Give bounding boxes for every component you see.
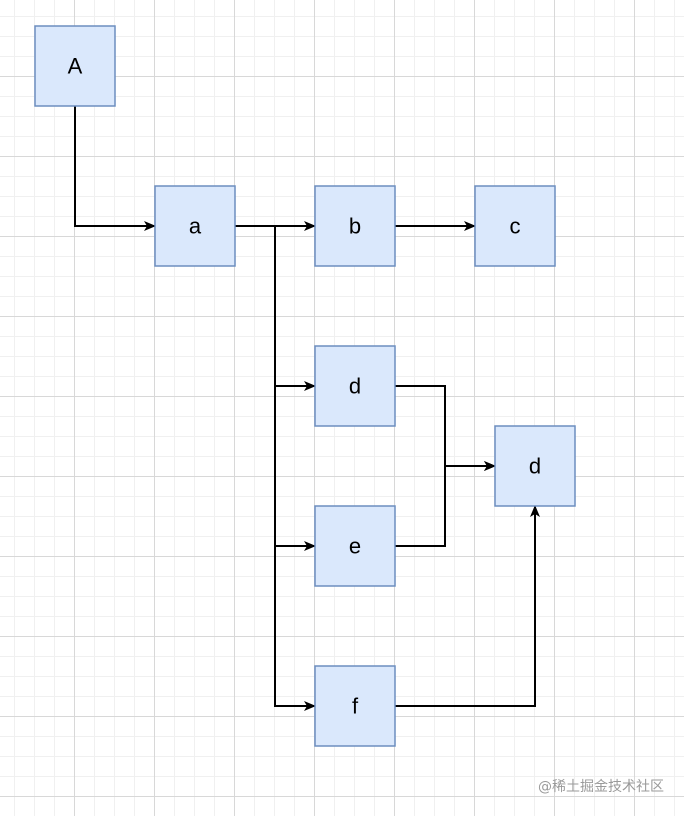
node-b[interactable]: b (314, 185, 396, 267)
watermark: @稀土掘金技术社区 (538, 779, 664, 795)
edge-e-to-d2 (395, 461, 496, 547)
node-box (314, 185, 396, 267)
node-a[interactable]: a (154, 185, 236, 267)
node-label: A (68, 54, 83, 79)
node-c[interactable]: c (474, 185, 556, 267)
node-label: a (189, 214, 202, 239)
node-box (494, 425, 576, 507)
edge-d1-to-d2 (395, 385, 496, 471)
node-f[interactable]: f (314, 665, 396, 747)
node-label: f (352, 694, 359, 719)
node-label: d (349, 374, 361, 399)
node-a[interactable]: A (34, 25, 116, 107)
edge-a-to-a (74, 106, 156, 231)
node-label: d (529, 454, 541, 479)
edge-a-to-f (235, 225, 316, 711)
node-e[interactable]: e (314, 505, 396, 587)
node-label: c (510, 214, 521, 239)
node-box (154, 185, 236, 267)
node-d2[interactable]: d (494, 425, 576, 507)
edges-layer (74, 106, 540, 711)
node-box (314, 505, 396, 587)
node-label: b (349, 214, 361, 239)
node-box (34, 25, 116, 107)
node-label: e (349, 534, 361, 559)
edge-f-to-d2 (395, 505, 540, 707)
nodes-layer: Aa b c d e f d (34, 25, 576, 747)
node-box (314, 665, 396, 747)
node-box (314, 345, 396, 427)
node-box (474, 185, 556, 267)
node-d1[interactable]: d (314, 345, 396, 427)
